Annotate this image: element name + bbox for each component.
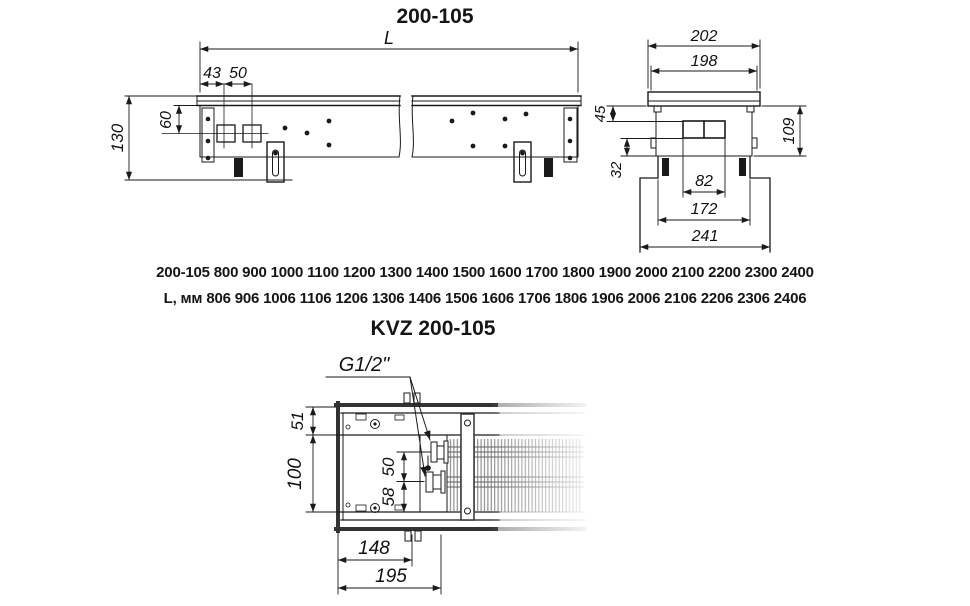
- dim-label-195: 195: [375, 566, 407, 587]
- dim-label-172: 172: [691, 201, 718, 218]
- break-line-left: [398, 95, 401, 158]
- top-view-dimension-lines: [305, 406, 442, 595]
- dim-label-241: 241: [691, 228, 719, 245]
- thread-label-leaders: [325, 376, 431, 477]
- top-view-screws: [345, 413, 405, 513]
- dim-label-32: 32: [608, 161, 625, 178]
- top-view-edge-tabs: [403, 392, 422, 542]
- top-view-pipe-fittings: [425, 440, 449, 494]
- side-view-body: [199, 95, 579, 158]
- section-body: [650, 111, 758, 157]
- dim-label-198: 198: [691, 53, 718, 70]
- dim-label-148: 148: [358, 538, 390, 559]
- side-view-adjustable-legs: [266, 141, 532, 183]
- size-table-row1-values: 800 900 1000 1100 1200 1300 1400 1500 16…: [213, 264, 814, 281]
- fade-out-overlay: [490, 387, 586, 549]
- side-view-top-plate: [196, 95, 582, 107]
- dim-label-L: L: [384, 28, 394, 48]
- dim-label-82: 82: [695, 173, 713, 190]
- top-view-mounting-bracket: [460, 413, 475, 521]
- size-table-row-L-mm: L, мм 806 906 1006 1106 1206 1306 1406 1…: [0, 290, 970, 307]
- dim-label-60: 60: [158, 111, 175, 129]
- side-view-dimension-lines: [124, 41, 579, 181]
- dim-label-51: 51: [288, 412, 307, 431]
- section-view: [606, 39, 807, 253]
- section-feet: [662, 158, 746, 176]
- size-table-row1-label: 200-105: [156, 264, 210, 281]
- side-view-screws: [205, 110, 573, 161]
- side-view-end-brackets: [201, 107, 578, 163]
- thread-size-label: G1/2": [339, 354, 390, 376]
- dim-label-58: 58: [379, 487, 398, 506]
- top-view: [305, 376, 586, 595]
- dim-label-43: 43: [203, 65, 221, 82]
- size-table-row2-values: 806 906 1006 1106 1206 1306 1406 1506 16…: [206, 290, 807, 307]
- section-top-plate: [647, 91, 761, 113]
- section-connection-ports: [682, 120, 726, 139]
- side-view-connection-ports: [161, 83, 269, 149]
- dim-label-130: 130: [108, 123, 127, 152]
- side-view-feet: [234, 158, 553, 177]
- dimension-labels: L 43 50 130 60 202 198 109 45 32 82 172 …: [108, 28, 798, 587]
- page-title-model: 200-105: [396, 5, 474, 28]
- dim-label-202: 202: [690, 28, 718, 45]
- side-view: [124, 41, 582, 183]
- dim-label-50-top: 50: [379, 457, 398, 476]
- dim-label-100: 100: [285, 458, 306, 490]
- dim-label-45: 45: [592, 105, 609, 122]
- page-title-product: KVZ 200-105: [370, 317, 496, 340]
- size-table-row-lengths: 200-105 800 900 1000 1100 1200 1300 1400…: [0, 264, 970, 281]
- dim-label-109: 109: [781, 118, 798, 145]
- section-dimension-lines: [606, 39, 807, 251]
- section-floor-channel: [639, 156, 771, 253]
- size-table-row2-label: L, мм: [163, 290, 203, 307]
- break-line-right: [411, 95, 414, 158]
- dim-label-50-side: 50: [229, 65, 247, 82]
